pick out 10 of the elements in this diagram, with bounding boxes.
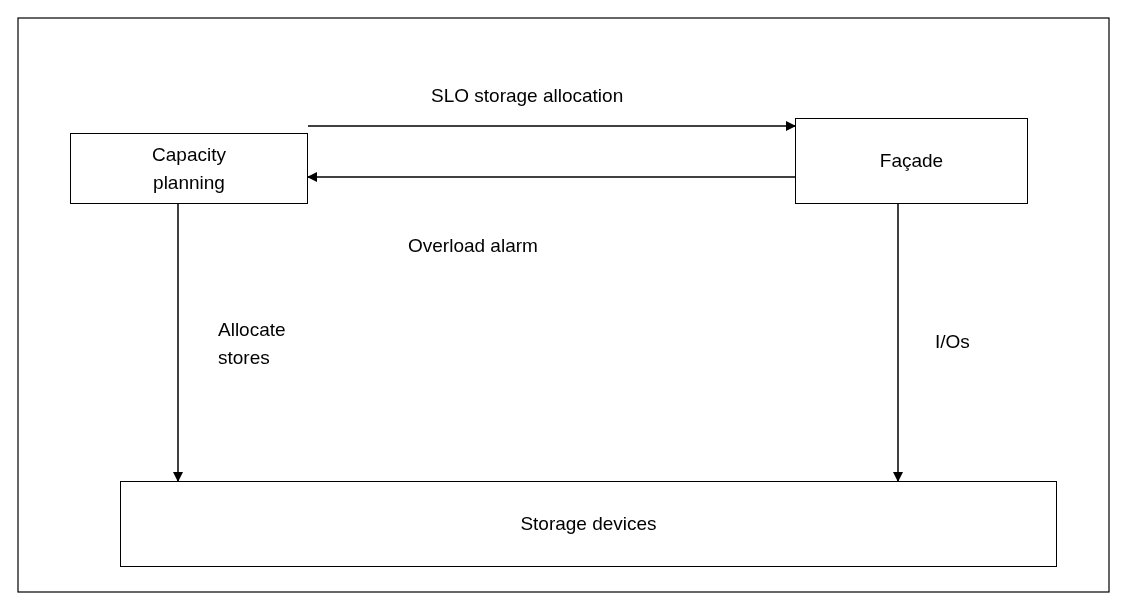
process-box: [795, 118, 1028, 204]
box-label: Storage devices: [520, 512, 657, 537]
arrow: [893, 203, 903, 482]
box-label: Façade: [879, 149, 944, 174]
process-box: [70, 133, 308, 204]
process-box: [120, 481, 1057, 567]
arrow: [173, 203, 183, 482]
arrow: [307, 121, 796, 131]
box-label: Capacity planning: [151, 142, 227, 195]
arrow: [307, 172, 796, 182]
